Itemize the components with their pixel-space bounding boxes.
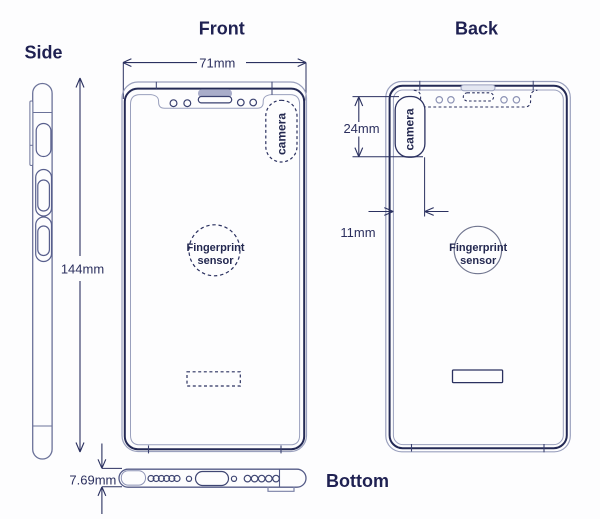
svg-text:Bottom: Bottom [326,471,389,491]
svg-text:71mm: 71mm [199,55,235,70]
svg-text:camera: camera [274,113,288,155]
svg-text:Fingerprint: Fingerprint [449,242,507,254]
svg-text:sensor: sensor [460,255,497,267]
svg-text:Side: Side [24,43,62,63]
svg-text:Back: Back [455,19,499,39]
svg-text:24mm: 24mm [343,121,379,136]
svg-text:camera: camera [403,108,417,150]
svg-text:11mm: 11mm [340,225,375,240]
svg-text:7.69mm: 7.69mm [69,472,116,487]
svg-text:144mm: 144mm [61,261,104,276]
svg-text:Fingerprint: Fingerprint [186,242,244,254]
svg-text:Front: Front [199,18,245,38]
svg-text:sensor: sensor [197,255,234,267]
